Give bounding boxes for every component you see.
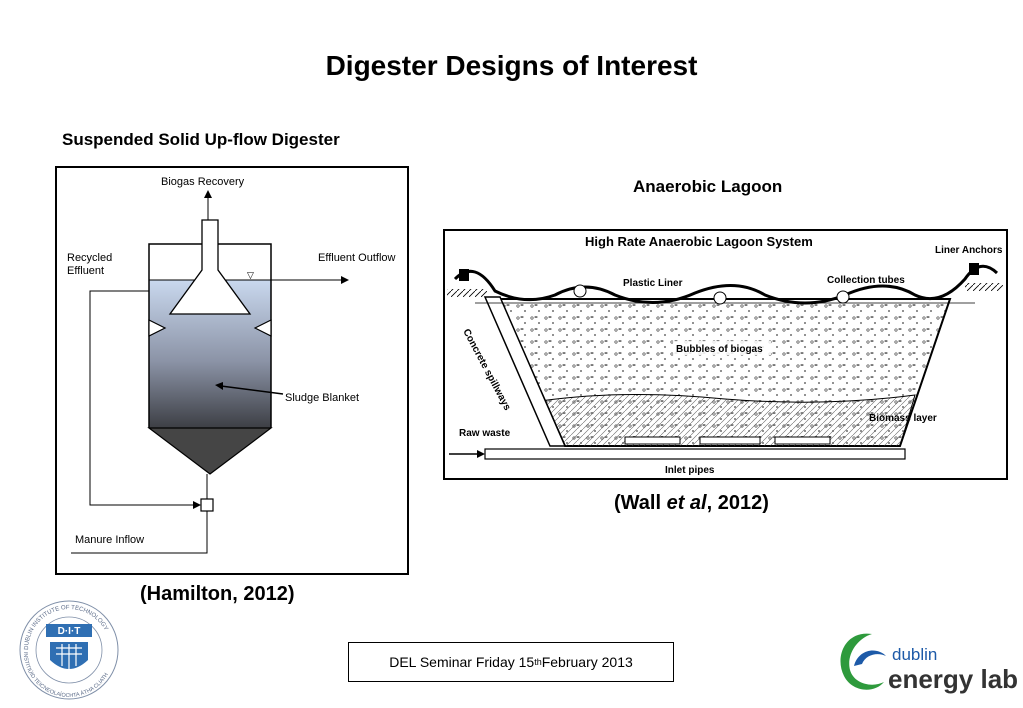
dublin-energy-lab-logo: dublin energy lab.	[832, 626, 1023, 698]
inlet-manifold-1	[624, 436, 681, 445]
tank-cone	[147, 427, 273, 475]
caption-suffix: , 2012)	[706, 492, 769, 514]
biomass-layer	[539, 393, 916, 447]
slide-title: Digester Designs of Interest	[325, 50, 698, 81]
dit-shield-pattern	[56, 644, 82, 670]
baffle-right	[253, 319, 272, 337]
concrete-spillway	[483, 296, 567, 447]
digester-diagram: Biogas Recovery Effluent Outflow ▽ Recyc…	[67, 176, 396, 554]
lagoon-figure: High Rate Anaerobic Lagoon System Liner …	[443, 229, 1008, 480]
biogas-label: Biogas Recovery	[161, 176, 245, 188]
manure-line	[71, 511, 208, 554]
footer-pre: DEL Seminar Friday 15	[389, 654, 535, 670]
inlet-pipe	[484, 448, 906, 460]
collection-tubes-label: Collection tubes	[827, 275, 905, 286]
footer-post: February 2013	[541, 654, 633, 670]
del-swirl-icon: dublin energy lab.	[840, 633, 1023, 694]
bubbles-label-bg	[673, 341, 771, 355]
effluent-arrowhead	[341, 276, 349, 284]
manure-label: Manure Inflow	[75, 534, 144, 546]
del-swirl-blue	[854, 650, 886, 666]
gas-collector	[168, 219, 252, 315]
raw-waste-label: Raw waste	[459, 428, 511, 439]
del-line1: dublin	[892, 645, 937, 664]
plastic-liner-label: Plastic Liner	[623, 278, 683, 289]
dit-letters: D·I·T	[58, 626, 81, 637]
water-level-mark: ▽	[247, 270, 254, 280]
digester-caption: (Hamilton, 2012)	[140, 583, 295, 605]
liner-anchor-right	[969, 263, 979, 275]
dit-seal-icon: DUBLIN INSTITUTE OF TECHNOLOGY INSTITIÚI…	[19, 600, 119, 700]
collection-tube-1	[573, 284, 587, 298]
inlet-manifold-3	[774, 436, 831, 445]
dit-letters-bg	[46, 624, 92, 637]
bubbles-label: Bubbles of biogas	[676, 344, 763, 355]
sludge-arrow	[220, 385, 284, 395]
baffle-left	[148, 319, 167, 337]
lagoon-heading: Anaerobic Lagoon	[633, 177, 783, 196]
lagoon-diagram: High Rate Anaerobic Lagoon System Liner …	[447, 234, 1003, 476]
lagoon-caption: (Wall et al, 2012)	[614, 492, 769, 515]
liner-anchors-label: Liner Anchors	[935, 245, 1003, 256]
recycled-label-1: Recycled	[67, 252, 112, 264]
ground-left	[447, 289, 487, 297]
ground-right	[965, 283, 1003, 291]
pump-box	[200, 498, 214, 512]
caption-italic: et al	[666, 492, 707, 514]
recycled-label-2: Effluent	[67, 265, 104, 277]
liner-anchor-left	[459, 269, 469, 281]
raw-waste-arrowhead	[477, 450, 485, 458]
inlet-pipes-label: Inlet pipes	[665, 465, 715, 476]
inlet-manifold-2	[699, 436, 761, 445]
biogas-arrowhead	[204, 190, 212, 198]
digester-figure: Biogas Recovery Effluent Outflow ▽ Recyc…	[55, 166, 409, 575]
collection-tube-2	[713, 291, 727, 305]
footer-sup: th	[534, 657, 542, 667]
recycle-line	[89, 290, 197, 506]
lagoon-title: High Rate Anaerobic Lagoon System	[585, 234, 813, 249]
digester-heading: Suspended Solid Up-flow Digester	[62, 130, 340, 149]
sludge-label: Sludge Blanket	[285, 392, 359, 404]
caption-prefix: (Wall	[614, 492, 667, 514]
collection-tube-3	[836, 290, 850, 304]
del-line2: energy lab.	[888, 664, 1017, 694]
effluent-label: Effluent Outflow	[318, 252, 396, 264]
sludge-arrowhead	[215, 382, 223, 390]
recycle-arrowhead	[193, 501, 201, 509]
plastic-liner	[453, 264, 999, 305]
biomass-label: Biomass layer	[869, 413, 937, 424]
del-swirl-green	[840, 633, 884, 690]
dit-logo: DUBLIN INSTITUTE OF TECHNOLOGY INSTITIÚI…	[14, 598, 124, 700]
